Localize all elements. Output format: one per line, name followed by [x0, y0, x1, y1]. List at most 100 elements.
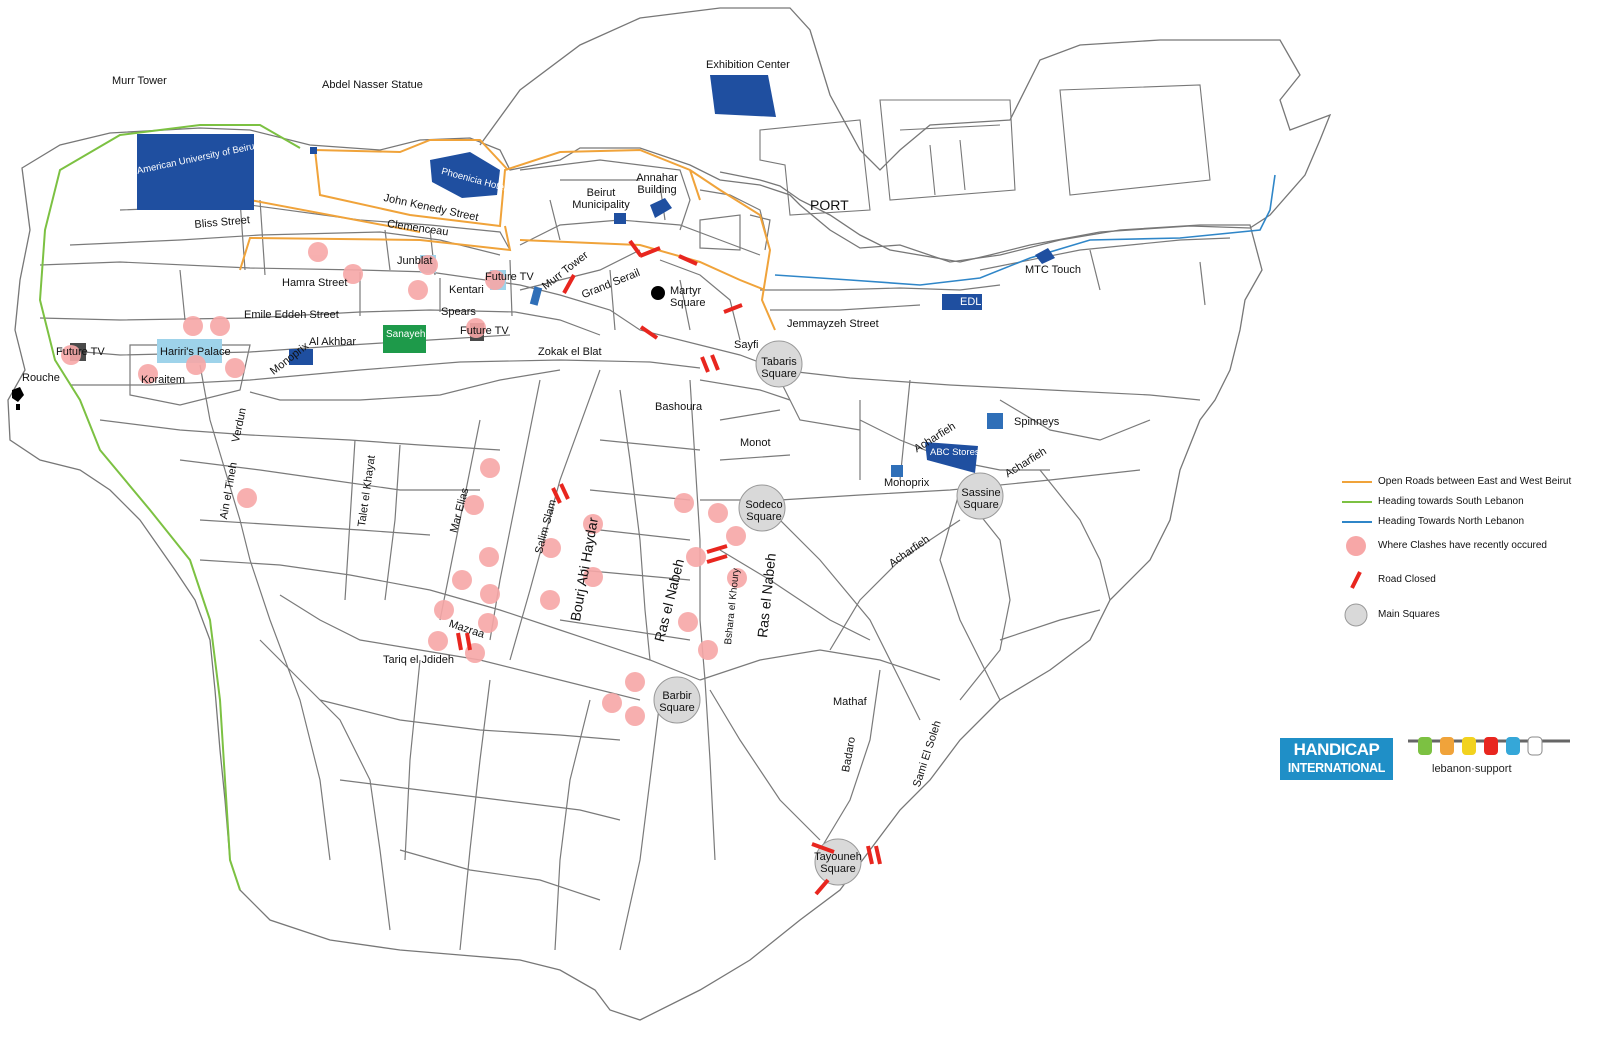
road-closed-marker	[678, 254, 698, 266]
clash-site	[583, 567, 603, 587]
open-roads	[239, 139, 776, 331]
label-barbir: Barbir Square	[659, 690, 695, 714]
legend-label: Road Closed	[1378, 574, 1436, 585]
label-sanayeh: Sanayeh	[386, 329, 426, 340]
label-spinneys: Spinneys	[1014, 416, 1060, 428]
label-abdel-nasser: Abdel Nasser Statue	[322, 79, 423, 91]
label-spears: Spears	[441, 306, 476, 318]
road-closed-marker	[811, 842, 835, 854]
clash-site	[408, 280, 428, 300]
legend-clash-circle-icon	[1346, 536, 1366, 556]
clash-site	[625, 672, 645, 692]
annahar-building	[650, 198, 672, 218]
label-tabaris: Tabaris Square	[761, 356, 797, 380]
legend-line-orange-icon	[1342, 481, 1372, 483]
clash-site	[480, 584, 500, 604]
label-al-akhbar: Al Akhbar	[309, 336, 357, 348]
south-road	[38, 124, 301, 891]
label-martyr-square: Martyr Square	[670, 285, 706, 309]
spinneys-building	[987, 413, 1003, 429]
label-kentari: Kentari	[449, 284, 484, 296]
label-future-tv-1: Future TV	[485, 271, 534, 283]
road-closed-marker	[559, 483, 570, 500]
barbir-square-marker	[653, 676, 701, 724]
clash-site	[602, 693, 622, 713]
label-jemmayzeh: Jemmayzeh Street	[787, 318, 879, 330]
road-closed-marker	[639, 246, 661, 258]
label-monoprix-2: Monoprix	[884, 477, 930, 489]
label-bashoura: Bashoura	[655, 401, 703, 413]
clash-site	[237, 488, 257, 508]
label-annahar: Annahar Building	[636, 172, 678, 196]
hands-icon	[1408, 736, 1570, 756]
label-junblat: Junblat	[397, 255, 433, 267]
port-docks	[759, 84, 1211, 216]
monoprix-2-building	[891, 465, 903, 477]
aub-building	[137, 134, 254, 210]
lebanon-support-text: lebanon·support	[1432, 763, 1512, 775]
legend-road-closed-icon	[1350, 571, 1362, 589]
label-port: PORT	[810, 197, 849, 213]
clash-site	[308, 242, 328, 262]
clash-site	[479, 547, 499, 567]
handicap-international-logo: HANDICAP INTERNATIONAL	[1280, 738, 1393, 780]
clash-sites	[61, 242, 747, 726]
rouche-rock	[12, 387, 24, 410]
road-closed-marker	[874, 845, 882, 865]
legend-line-green-icon	[1342, 501, 1372, 503]
clash-site	[625, 706, 645, 726]
road-closed-marker	[814, 878, 830, 896]
label-zokak: Zokak el Blat	[538, 346, 602, 358]
clash-site	[343, 264, 363, 284]
clash-site	[478, 613, 498, 633]
clash-site	[674, 493, 694, 513]
clash-site	[186, 355, 206, 375]
road-closed-marker	[456, 632, 463, 651]
label-rouche: Rouche	[22, 372, 60, 384]
legend-label: Open Roads between East and West Beirut	[1378, 476, 1572, 487]
road-closed-marker	[723, 303, 743, 314]
label-sodeco: Sodeco Square	[745, 499, 783, 523]
clash-site	[138, 364, 158, 384]
label-beirut-municipality: Beirut Municipality	[572, 187, 630, 211]
label-exhibition-center: Exhibition Center	[706, 59, 790, 71]
road-network	[39, 159, 1231, 951]
martyr-square-dot	[651, 286, 665, 300]
sassine-square-marker	[956, 472, 1004, 520]
buildings	[12, 75, 1055, 477]
label-future-tv-3: Future TV	[56, 346, 105, 358]
edl-building	[942, 294, 982, 310]
clash-site	[183, 316, 203, 336]
abc-building	[925, 442, 978, 473]
clash-site	[225, 358, 245, 378]
city-outline	[7, 127, 1263, 1021]
label-koraitem: Koraitem	[141, 374, 186, 386]
legend-label: Where Clashes have recently occured	[1378, 540, 1547, 551]
clash-site	[466, 318, 486, 338]
port-outline	[479, 7, 1332, 263]
clash-site	[708, 503, 728, 523]
road-closed-marker	[628, 239, 643, 258]
label-abc-stores: ABC Stores	[930, 447, 980, 458]
municipality-building	[614, 213, 626, 224]
clash-site	[540, 590, 560, 610]
clash-site	[418, 255, 438, 275]
mtc-building	[1035, 248, 1055, 264]
clash-site	[485, 270, 505, 290]
exhibition-building	[710, 75, 776, 117]
legend-label: Heading Towards North Lebanon	[1378, 516, 1525, 527]
abdel-nasser-marker	[310, 147, 317, 154]
road-closed-marker	[866, 845, 874, 865]
label-mathaf: Mathaf	[833, 696, 867, 708]
tabaris-square-marker	[755, 340, 803, 388]
label-future-tv-2: Future TV	[460, 325, 509, 337]
clash-site	[541, 538, 561, 558]
label-mtc-touch: MTC Touch	[1025, 264, 1082, 276]
road-closed-marker	[706, 554, 728, 564]
main-squares	[653, 340, 1004, 886]
sodeco-square-marker	[738, 484, 786, 532]
murr-tower-building	[529, 286, 543, 306]
clash-site	[61, 345, 81, 365]
label-emile-eddeh: Emile Eddeh Street	[244, 309, 339, 321]
